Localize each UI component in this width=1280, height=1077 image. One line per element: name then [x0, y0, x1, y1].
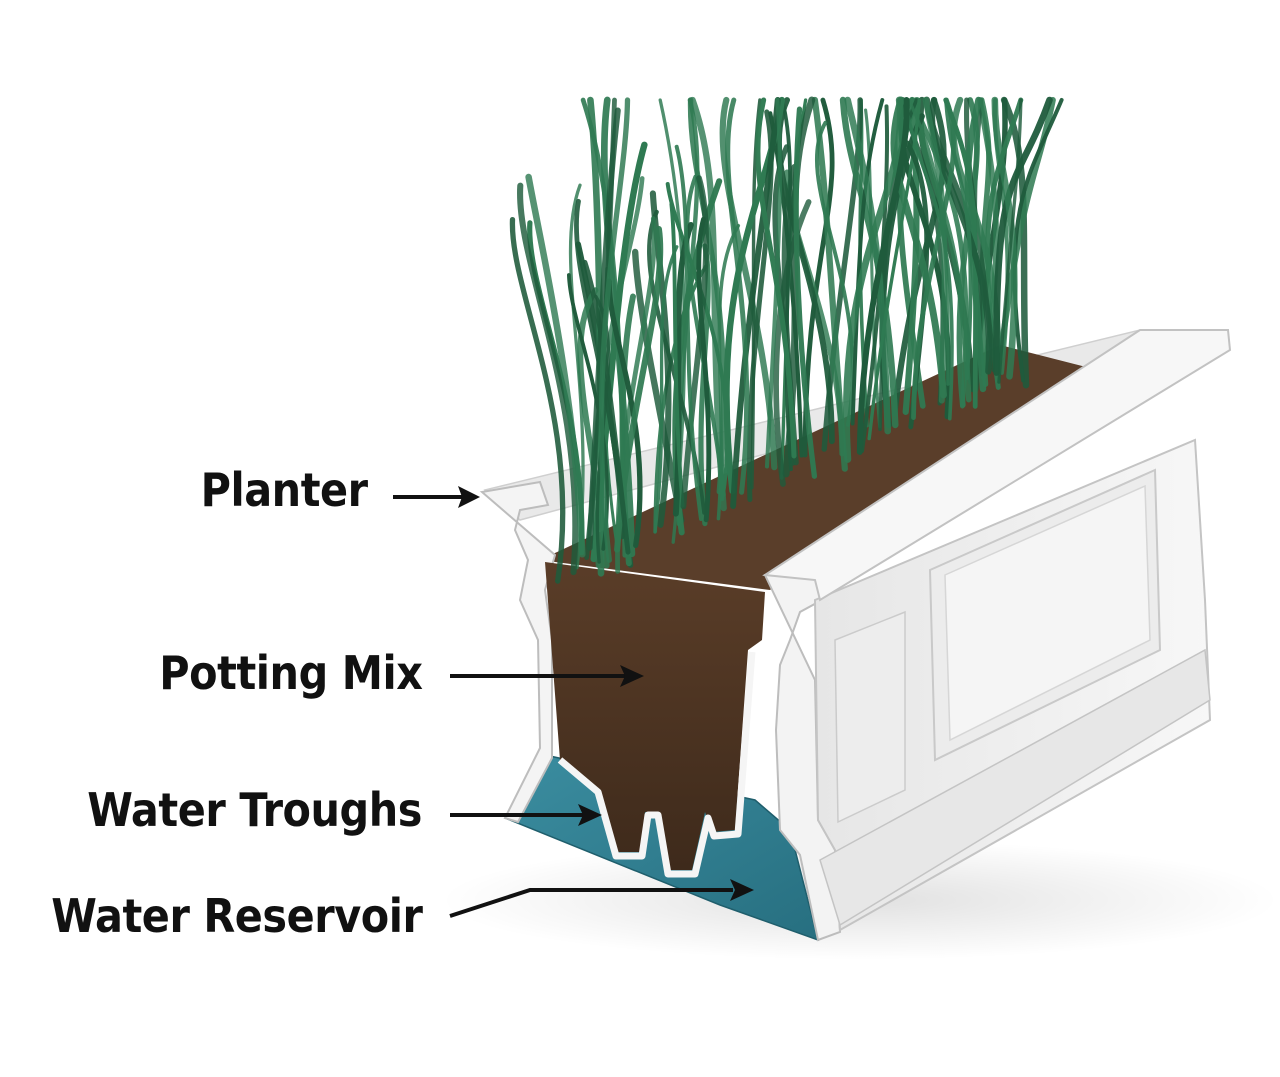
- trough-liner: [557, 651, 756, 878]
- grass-blade: [696, 216, 712, 523]
- grass-blades: [509, 96, 1064, 584]
- potting-mix-label: Potting Mix: [158, 646, 423, 700]
- planter-label: Planter: [200, 463, 369, 517]
- grass-blade: [568, 183, 585, 570]
- water-troughs-arrowhead: [578, 804, 602, 826]
- potting-mix-arrowhead: [620, 665, 644, 687]
- grass-blade: [598, 97, 631, 563]
- grass-blade: [525, 173, 586, 558]
- potting-mix-cross-section: [545, 562, 765, 870]
- grass-blade: [991, 96, 1018, 380]
- label-arrows: [393, 486, 754, 918]
- grass-blade: [725, 97, 750, 495]
- grass-blade: [509, 216, 566, 584]
- grass-blade: [689, 96, 727, 512]
- grass-blade: [632, 248, 685, 524]
- grass-blade: [764, 97, 782, 469]
- grass-blade: [582, 259, 631, 555]
- water-reservoir-arrowhead: [730, 879, 754, 901]
- planter-top-rim: [762, 329, 1232, 602]
- grass-blade: [567, 273, 609, 551]
- grass-blade: [755, 97, 797, 459]
- grass-blade: [922, 97, 948, 404]
- water-reservoir-label: Water Reservoir: [50, 889, 423, 943]
- planter-bottom-molding: [819, 648, 1211, 927]
- grass-blade: [669, 202, 685, 508]
- water-troughs-label: Water Troughs: [87, 783, 422, 837]
- grass-blade: [674, 144, 703, 521]
- grass-blade: [606, 278, 643, 549]
- grass-blade: [586, 107, 621, 551]
- grass-blade: [856, 97, 910, 455]
- grass-blade: [811, 96, 848, 472]
- grass-blade: [867, 98, 921, 441]
- grass-blade: [890, 96, 947, 399]
- grass-blade: [978, 97, 992, 387]
- grass-blade: [850, 98, 885, 426]
- grass-blade: [843, 96, 904, 463]
- grass-blade: [944, 98, 973, 381]
- water-reservoir-arrow-line: [449, 888, 733, 918]
- grass-blade: [517, 182, 579, 576]
- planter-arrowhead: [458, 486, 480, 508]
- grass-blade: [997, 96, 1056, 361]
- planter-left-wall-profile: [479, 480, 557, 824]
- grass-blade: [793, 106, 818, 479]
- grass-blade: [909, 97, 969, 409]
- grass-blade: [997, 98, 1023, 384]
- grass-blade: [730, 97, 781, 509]
- planter-side-panel: [834, 610, 906, 824]
- grass-blade: [903, 98, 954, 421]
- grass-blade: [653, 245, 679, 534]
- planter-decorative-panel-inner: [944, 484, 1151, 742]
- grass-blade: [839, 96, 899, 429]
- grass-blade: [802, 97, 835, 458]
- grass-blade: [780, 98, 793, 472]
